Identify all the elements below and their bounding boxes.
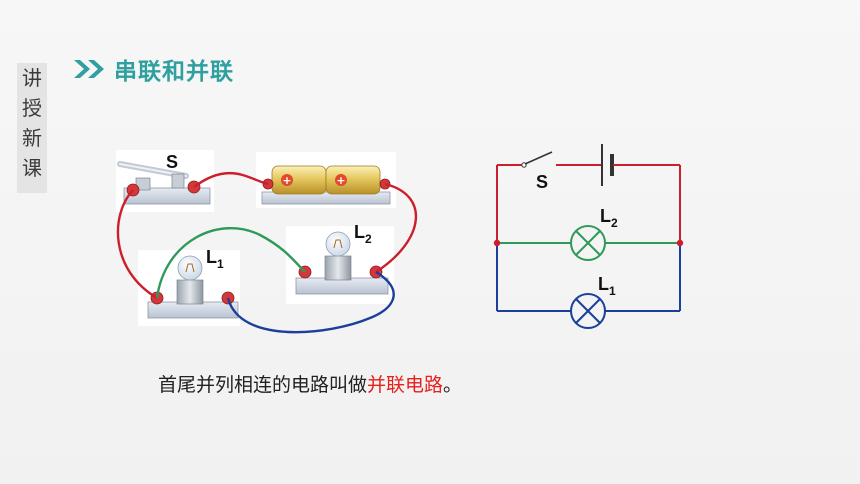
lamp-symbol-l2	[570, 225, 606, 261]
section-tab	[17, 63, 47, 193]
schematic-switch-label: S	[536, 172, 548, 192]
junction-dot	[676, 239, 684, 247]
battery-cell	[271, 165, 327, 195]
lamp-l2-apparatus: L2	[286, 222, 394, 304]
battery-plus-badge	[281, 174, 293, 186]
section-header: 串联和并联	[72, 52, 234, 86]
wire-green-l1-to-l2	[155, 226, 306, 299]
lamp-symbol-l1	[570, 293, 606, 329]
page-title: 串联和并联	[114, 59, 234, 85]
caption-suffix: 。	[443, 374, 463, 396]
wire-red-switch-to-battery	[193, 171, 269, 188]
switch-lever	[524, 151, 553, 165]
lamp-l2-bulb	[325, 231, 351, 257]
wire-red-switch-to-l1	[116, 189, 158, 300]
battery-pack: + +	[256, 152, 396, 208]
lamp-l2-socket	[324, 255, 352, 281]
double-chevron-icon	[74, 60, 104, 78]
junction-dot	[493, 239, 501, 247]
battery-cell	[325, 165, 381, 195]
lamp-l2-label: L2	[354, 222, 372, 246]
section-tab-char: 授	[22, 96, 42, 120]
lamp-l2-base	[295, 277, 389, 295]
lamp-l1-socket	[176, 279, 204, 305]
schematic-l1-label: L1	[598, 274, 616, 298]
schematic-l2-label: L2	[600, 206, 618, 230]
section-tab-label: 讲 授 新 课	[17, 63, 47, 183]
parallel-schematic: S L2 L1	[493, 144, 684, 329]
lamp-l1-bulb	[177, 255, 203, 281]
knife-switch: S	[116, 150, 214, 212]
lamp-l1-apparatus: L1	[138, 247, 240, 326]
plus-icon: +	[336, 174, 345, 187]
section-tab-char: 讲	[22, 66, 42, 90]
lamp-l1-base	[147, 301, 239, 319]
battery-base	[261, 191, 391, 205]
switch-hinge	[135, 177, 151, 191]
section-tab-char: 课	[22, 156, 42, 180]
caption-prefix: 首尾并列相连的电路叫做	[158, 374, 368, 396]
switch-base	[123, 187, 211, 205]
switch-clip	[171, 173, 185, 189]
wire-red-battery-to-l2	[375, 182, 418, 274]
wire-blue-l1-to-l2	[226, 270, 395, 334]
caption-highlight: 并联电路	[367, 374, 444, 396]
battery-plus-badge	[335, 174, 347, 186]
switch-label: S	[166, 152, 178, 172]
lamp-l1-label: L1	[206, 247, 224, 271]
section-tab-char: 新	[22, 126, 42, 150]
plus-icon: +	[282, 174, 291, 187]
caption-text: 首尾并列相连的电路叫做并联电路。	[158, 370, 462, 397]
